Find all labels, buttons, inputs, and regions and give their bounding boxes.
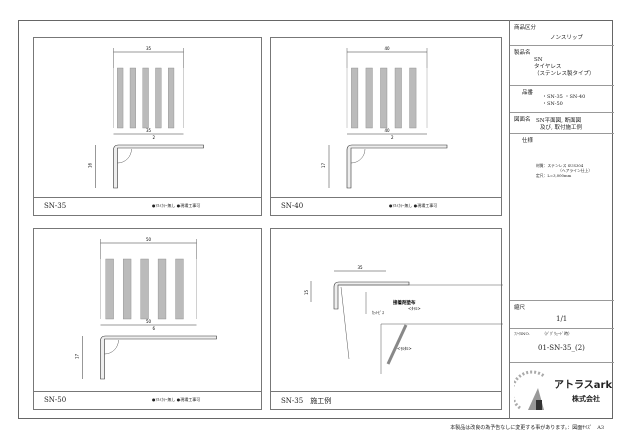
title-block: 商品区分 ノンスリップ 製品名 SN タイヤレス （ステンレス製タイプ） 品番 …	[509, 20, 614, 419]
groove-stripe	[394, 67, 402, 129]
groove-stripe	[351, 67, 359, 129]
panel-title: SN-35	[44, 202, 67, 210]
mortar-label: <ﾓﾙﾀﾙ>	[397, 345, 412, 351]
panel-label-bar: SN-35 施工例	[271, 391, 501, 409]
file-row: ﾌｧｲﾙNO. （ﾃﾞｸﾞｳｪｰﾄﾞ時） 01-SN-35_(2)	[510, 328, 614, 363]
panel-note: ●ｱﾙﾐｶﾗｰ無し ●現場工事可	[152, 203, 201, 208]
base-dimension: 50	[146, 319, 152, 324]
width-dimension: 50	[146, 237, 152, 242]
panel-label-bar: SN-40 ●ｱﾙﾐｶﾗｰ無し ●現場工事可	[271, 197, 501, 215]
drawing-panel-sn-35: 35 15 接着剤塗布 ｶｯﾄﾋﾞｽ <ﾀｲﾙ> <ﾓﾙﾀﾙ> SN-35 施工…	[270, 228, 503, 410]
groove-stripe	[129, 67, 136, 129]
groove-stripe	[157, 258, 167, 320]
pitch-dimension: 6	[153, 326, 156, 331]
scale-label: 縮尺	[514, 305, 526, 311]
height-dimension: 17	[321, 162, 326, 168]
drawing-panel-sn-35: 35 35 2 16 SN-35 ●ｱﾙﾐｶﾗｰ無し ●現場工事可	[33, 37, 262, 216]
panel-title: SN-40	[281, 202, 304, 210]
drawing-frame	[18, 20, 613, 419]
product-line: （ステンレス製タイプ）	[534, 71, 595, 77]
drawing-panel-sn-50: 50 50 6 17 SN-50 ●ｱﾙﾐｶﾗｰ無し ●現場工事可	[33, 228, 262, 410]
stair-nosing-profile	[113, 144, 204, 189]
category-row: 商品区分 ノンスリップ	[510, 20, 614, 46]
drawing-label: 図面名	[514, 117, 531, 123]
spec-line: （ヘアライン仕上）	[558, 168, 593, 173]
part-row: 品番 ・SN-35 ・SN-40 ・SN-50	[510, 85, 614, 113]
tile-label: <ﾀｲﾙ>	[408, 305, 421, 311]
drawing-line: SN平面図, 断面図	[536, 118, 582, 124]
company-suffix: 株式会社	[572, 395, 600, 403]
panel-title: SN-50	[44, 396, 67, 404]
panel-note: ●ｱﾙﾐｶﾗｰ無し ●現場工事可	[152, 397, 201, 402]
groove-stripe	[380, 67, 388, 129]
company-logo: アトラスark 株式会社	[510, 362, 614, 419]
product-line: SN	[534, 57, 543, 63]
file-label: ﾌｧｲﾙNO.	[514, 331, 530, 336]
spec-line: 定尺：L=3,000mm	[536, 173, 572, 178]
category-value: ノンスリップ	[550, 35, 583, 41]
drawing-name-row: 図面名 SN平面図, 断面図 及び, 取付施工例	[510, 112, 614, 134]
height-dimension: 15	[304, 289, 309, 295]
base-dimension: 35	[146, 128, 152, 133]
panel-note: ●ｱﾙﾐｶﾗｰ無し ●現場工事可	[389, 203, 438, 208]
parts-line: ・SN-50	[542, 101, 563, 107]
groove-stripe	[140, 258, 149, 320]
category-label: 商品区分	[514, 25, 537, 31]
width-dimension: 35	[357, 265, 363, 270]
drawing-panel-sn-40: 40 40 2 17 SN-40 ●ｱﾙﾐｶﾗｰ無し ●現場工事可	[270, 37, 502, 216]
file-note: （ﾃﾞｸﾞｳｪｰﾄﾞ時）	[542, 331, 572, 336]
product-row: 製品名 SN タイヤレス （ステンレス製タイプ）	[510, 45, 614, 86]
groove-stripe	[409, 67, 417, 129]
scale-value: 1/1	[556, 315, 568, 323]
panel-label-bar: SN-50 ●ｱﾙﾐｶﾗｰ無し ●現場工事可	[34, 391, 261, 409]
gear-logo-icon	[514, 370, 545, 410]
screw-label: ｶｯﾄﾋﾞｽ	[372, 310, 384, 315]
groove-stripe	[365, 67, 373, 129]
width-dimension: 40	[384, 46, 390, 51]
spec-row: 仕様 材質：ステンレス SUS304 （ヘアライン仕上） 定尺：L=3,000m…	[510, 133, 614, 301]
groove-stripe	[155, 67, 162, 129]
groove-stripe	[142, 67, 149, 129]
company-name: アトラスark	[554, 380, 613, 391]
stair-nosing-profile	[100, 335, 217, 380]
parts-line: ・SN-35 ・SN-40	[542, 94, 586, 100]
scale-row: 縮尺 1/1	[510, 300, 614, 329]
groove-stripe	[175, 258, 184, 320]
drawing-line: 及び, 取付施工例	[540, 125, 582, 131]
panel-label-bar: SN-35 ●ｱﾙﾐｶﾗｰ無し ●現場工事可	[34, 197, 261, 215]
spec-label: 仕様	[522, 138, 534, 144]
pitch-dimension: 2	[391, 135, 394, 140]
groove-stripe	[117, 67, 124, 129]
product-line: タイヤレス	[534, 64, 562, 70]
width-dimension: 35	[146, 46, 152, 51]
spec-line: 材質：ステンレス SUS304	[536, 163, 584, 168]
stair-nosing-profile	[346, 144, 448, 189]
groove-stripe	[105, 258, 114, 320]
base-dimension: 40	[384, 128, 390, 133]
groove-stripe	[168, 67, 175, 129]
panel-title: SN-35 施工例	[281, 397, 332, 405]
part-label: 品番	[522, 90, 534, 96]
product-label: 製品名	[514, 50, 531, 56]
height-dimension: 17	[75, 353, 80, 359]
concrete-step	[338, 284, 503, 374]
adhesive-label: 接着剤塗布	[393, 299, 416, 306]
pitch-dimension: 2	[153, 135, 156, 140]
height-dimension: 16	[88, 162, 93, 168]
footer-note: 本製品は改良の為予告なしに変更する事があります。：図面ｻｲｽﾞ A3	[450, 425, 604, 431]
groove-stripe	[122, 258, 132, 320]
file-number: 01-SN-35_(2)	[538, 344, 585, 352]
